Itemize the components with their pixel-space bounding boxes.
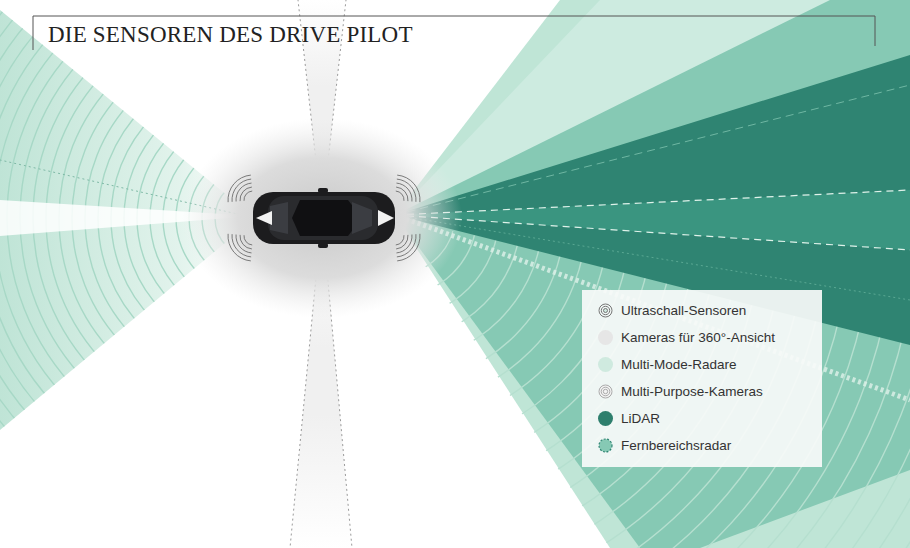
radar-edge xyxy=(395,85,910,215)
multi-mode-radar-field xyxy=(395,0,910,548)
ultrasonic-waves xyxy=(228,175,420,261)
ultrasonic-arc xyxy=(228,234,251,261)
ultrasonic-arc xyxy=(396,235,412,253)
title-text: DIE SENSOREN DES DRIVE PILOT xyxy=(48,22,413,47)
legend-entry: Kameras für 360°-Ansicht xyxy=(582,324,822,351)
ultrasonic-arc xyxy=(396,183,412,201)
ultrasonic-arc xyxy=(397,234,420,261)
ultrasonic-arc xyxy=(396,187,408,201)
front-radar-fan xyxy=(395,0,910,548)
legend-label: Fernbereichsradar xyxy=(621,438,731,453)
ultrasonic-arc xyxy=(228,175,251,202)
legend-label: Multi-Mode-Radare xyxy=(621,357,737,372)
ultrasonic-arc xyxy=(396,191,404,201)
legend-entry: LiDAR xyxy=(582,405,822,432)
radar-edge xyxy=(395,215,910,300)
legend-label: Multi-Purpose-Kameras xyxy=(621,384,763,399)
legend-entry: Multi-Purpose-Kameras xyxy=(582,378,822,405)
legend-swatch xyxy=(598,438,613,453)
radar-ring xyxy=(0,0,516,479)
ultrasonic-arc xyxy=(396,235,408,249)
ultrasonic-arc xyxy=(236,183,252,201)
legend-entry: Multi-Mode-Radare xyxy=(582,351,822,378)
legend-panel: Ultraschall-SensorenKameras für 360°-Ans… xyxy=(582,290,822,467)
legend-label: LiDAR xyxy=(621,411,660,426)
ultrasonic-arc xyxy=(396,235,404,245)
ultrasonic-arc xyxy=(244,235,252,245)
long-range-radar-band xyxy=(395,190,910,250)
long-range-radar-edge xyxy=(395,190,910,215)
diagram-title: DIE SENSOREN DES DRIVE PILOT xyxy=(48,22,413,48)
legend-label: Kameras für 360°-Ansicht xyxy=(621,330,775,345)
legend-entry: Fernbereichsradar xyxy=(582,432,822,459)
surround-camera-zone xyxy=(182,118,462,318)
legend-swatch xyxy=(598,330,613,345)
ultrasonic-arc xyxy=(244,191,252,201)
ultrasonic-arc xyxy=(236,235,252,253)
radar-ring xyxy=(7,0,503,466)
legend-label: Ultraschall-Sensoren xyxy=(621,303,746,318)
car xyxy=(253,188,395,248)
legend-icon xyxy=(598,384,613,399)
radar-ring xyxy=(0,0,529,492)
ultrasonic-arc xyxy=(397,175,420,202)
legend-icon xyxy=(598,303,613,318)
legend-swatch xyxy=(598,357,613,372)
title-frame xyxy=(33,16,875,50)
legend-icon xyxy=(598,438,613,453)
legend-entry: Ultraschall-Sensoren xyxy=(582,297,822,324)
legend-swatch xyxy=(598,303,613,318)
ultrasonic-arc xyxy=(240,187,252,201)
long-range-radar-edge xyxy=(395,215,910,250)
legend-swatch xyxy=(598,411,613,426)
ultrasonic-arc xyxy=(240,235,252,249)
legend-swatch xyxy=(598,384,613,399)
